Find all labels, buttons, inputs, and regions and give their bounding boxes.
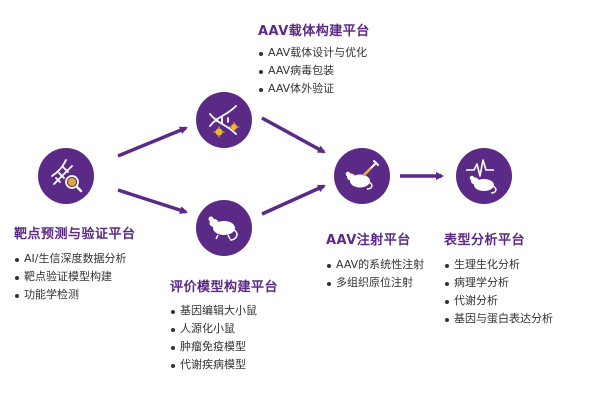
list-item: AI/生信深度数据分析 (14, 250, 126, 268)
injection-node (334, 148, 390, 204)
list-item: 病理学分析 (444, 274, 553, 292)
list-item: 多组织原位注射 (326, 274, 424, 292)
vector-node (196, 92, 252, 148)
arrow-target-to-vector (117, 126, 188, 158)
target-node (38, 148, 94, 204)
list-item: AAV载体设计与优化 (258, 44, 367, 62)
model-items: 基因编辑大小鼠 人源化小鼠 肿瘤免疫模型 代谢疾病模型 (170, 302, 257, 374)
list-item: AAV病毒包装 (258, 62, 367, 80)
vector-title: AAV载体构建平台 (258, 24, 370, 39)
arrow-target-to-model (117, 188, 188, 214)
phenotype-title: 表型分析平台 (444, 233, 526, 248)
mouse-icon (208, 216, 238, 241)
list-item: 代谢疾病模型 (170, 356, 257, 374)
list-item: 肿瘤免疫模型 (170, 338, 257, 356)
list-item: 功能学检测 (14, 286, 126, 304)
arrow-model-to-injection (261, 184, 326, 216)
phenotype-items: 生理生化分析 病理学分析 代谢分析 基因与蛋白表达分析 (444, 256, 553, 328)
vector-items: AAV载体设计与优化 AAV病毒包装 AAV体外验证 (258, 44, 367, 98)
list-item: 代谢分析 (444, 292, 553, 310)
list-item: 生理生化分析 (444, 256, 553, 274)
mouse-pulse-icon (466, 159, 497, 194)
list-item: AAV体外验证 (258, 80, 367, 98)
model-node (196, 200, 252, 256)
list-item: 基因与蛋白表达分析 (444, 310, 553, 328)
list-item: 人源化小鼠 (170, 320, 257, 338)
list-item: 靶点验证模型构建 (14, 268, 126, 286)
dna-virus-icon (209, 105, 239, 138)
target-items: AI/生信深度数据分析 靶点验证模型构建 功能学检测 (14, 250, 126, 304)
list-item: AAV的系统性注射 (326, 256, 424, 274)
arrow-vector-to-injection (261, 116, 326, 154)
mouse-syringe-icon (345, 160, 379, 190)
target-title: 靶点预测与验证平台 (14, 227, 136, 242)
phenotype-node (456, 148, 512, 204)
dna-magnifier-icon (51, 159, 83, 193)
injection-title: AAV注射平台 (326, 233, 411, 248)
injection-items: AAV的系统性注射 多组织原位注射 (326, 256, 424, 292)
list-item: 基因编辑大小鼠 (170, 302, 257, 320)
model-title: 评价模型构建平台 (170, 280, 279, 295)
